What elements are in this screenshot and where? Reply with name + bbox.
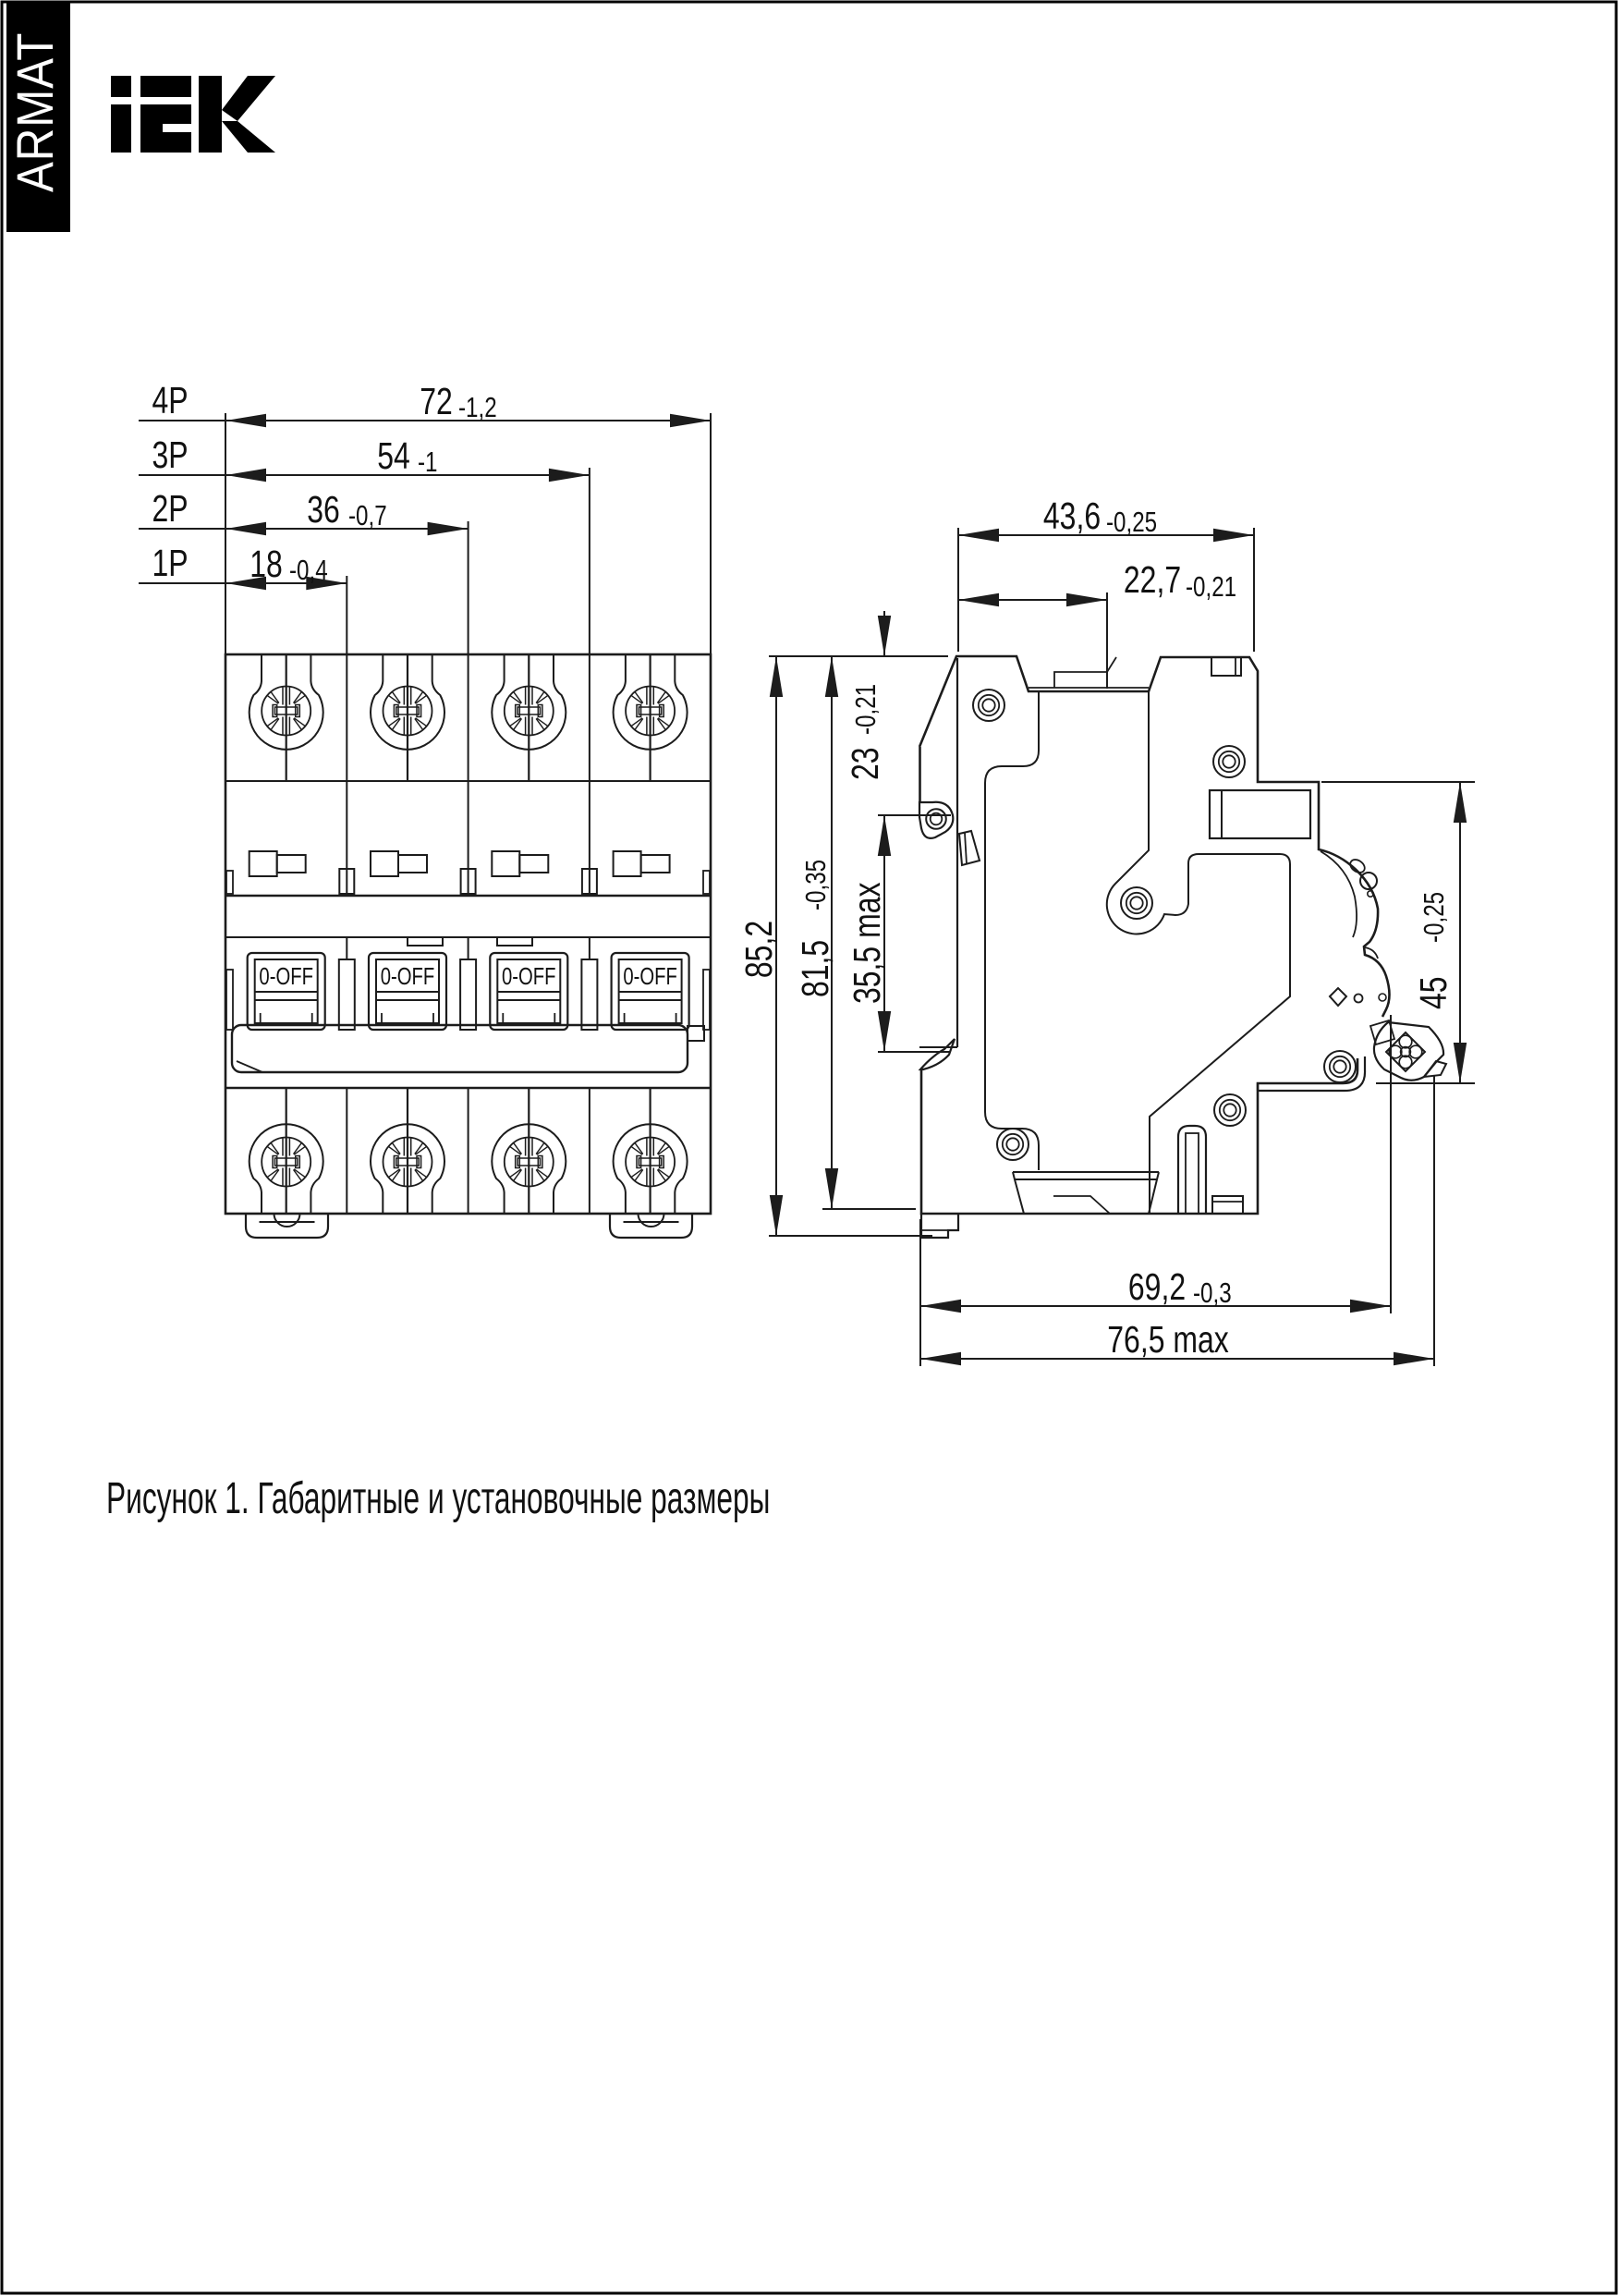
svg-text:-0,21: -0,21: [849, 684, 882, 735]
svg-text:-0,3: -0,3: [1193, 1276, 1232, 1309]
svg-text:-1,2: -1,2: [458, 391, 497, 423]
svg-text:85,2: 85,2: [737, 921, 780, 978]
svg-text:76,5 max: 76,5 max: [1107, 1318, 1228, 1361]
svg-text:-0,21: -0,21: [1186, 570, 1236, 603]
svg-text:Рисунок 1. Габаритные и устано: Рисунок 1. Габаритные и установочные раз…: [106, 1472, 770, 1522]
svg-text:2P: 2P: [152, 487, 188, 530]
svg-text:81,5: 81,5: [794, 940, 836, 997]
svg-text:3P: 3P: [152, 434, 188, 476]
svg-text:54: 54: [377, 434, 410, 477]
svg-text:1P: 1P: [152, 542, 188, 584]
svg-text:45: 45: [1412, 976, 1455, 1009]
svg-text:4P: 4P: [152, 379, 188, 421]
svg-text:22,7: 22,7: [1124, 558, 1181, 601]
svg-text:23: 23: [844, 747, 886, 780]
svg-text:ARMAT: ARMAT: [6, 32, 65, 192]
svg-text:69,2: 69,2: [1128, 1265, 1186, 1308]
svg-text:35,5 max: 35,5 max: [846, 883, 888, 1004]
svg-text:0-OFF: 0-OFF: [502, 963, 556, 990]
svg-text:-0,25: -0,25: [1418, 892, 1450, 943]
svg-text:-0,35: -0,35: [799, 860, 832, 910]
svg-text:0-OFF: 0-OFF: [381, 963, 435, 990]
svg-text:-0,25: -0,25: [1106, 506, 1157, 538]
svg-text:0-OFF: 0-OFF: [259, 963, 313, 990]
svg-text:-0,4: -0,4: [289, 554, 328, 586]
svg-text:-0,7: -0,7: [348, 499, 387, 531]
svg-text:36: 36: [307, 488, 340, 531]
svg-text:18: 18: [250, 543, 283, 585]
svg-text:0-OFF: 0-OFF: [623, 963, 677, 990]
svg-text:43,6: 43,6: [1043, 495, 1101, 537]
svg-text:72: 72: [420, 380, 453, 422]
svg-text:-1: -1: [418, 446, 437, 478]
